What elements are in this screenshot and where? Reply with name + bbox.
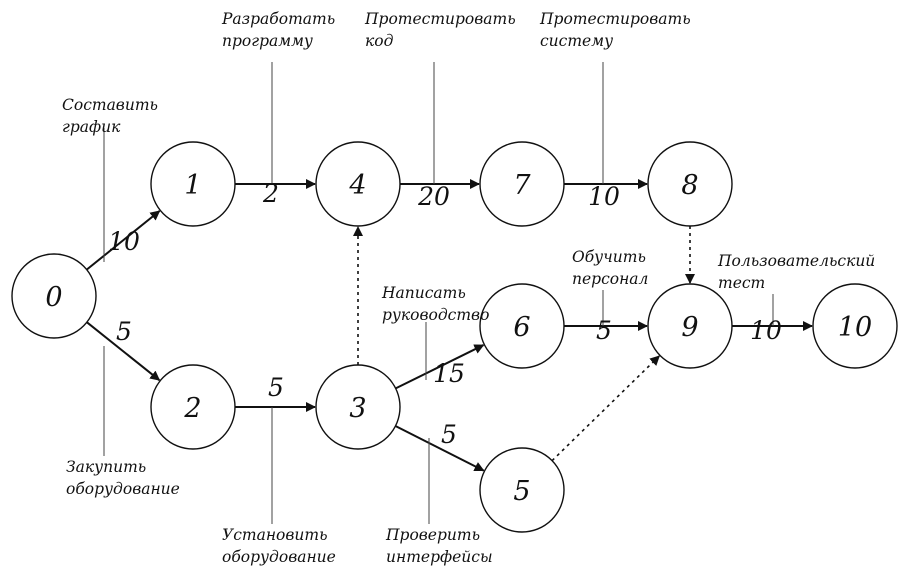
edge-weight-7-8: 10	[588, 182, 620, 211]
node-label: 5	[513, 476, 530, 507]
node-label: 10	[838, 312, 872, 343]
event-node-0: 0	[11, 253, 97, 339]
node-label: 0	[45, 282, 62, 313]
node-circle	[11, 253, 97, 339]
event-node-8: 8	[647, 141, 733, 227]
node-circle	[150, 364, 236, 450]
event-node-6: 6	[479, 283, 565, 369]
node-circle	[647, 283, 733, 369]
node-label: 9	[681, 312, 698, 343]
arrow-3-5	[395, 425, 485, 472]
edge-weight-0-1: 10	[108, 227, 140, 256]
edge-weight-0-2: 5	[116, 317, 132, 346]
edge-weight-3-5: 5	[441, 420, 457, 449]
event-node-1: 1	[150, 141, 236, 227]
edge-weight-1-4: 2	[262, 179, 279, 208]
event-node-3: 3	[315, 364, 401, 450]
event-node-9: 9	[647, 283, 733, 369]
edge-weight-3-6: 15	[433, 359, 465, 388]
event-node-7: 7	[479, 141, 565, 227]
node-label: 8	[681, 170, 698, 201]
node-label: 1	[184, 170, 201, 201]
node-label: 6	[513, 312, 530, 343]
node-label: 7	[513, 170, 531, 201]
node-circle	[315, 364, 401, 450]
node-circle	[150, 141, 236, 227]
event-node-2: 2	[150, 364, 236, 450]
edge-weight-9-10: 10	[750, 316, 782, 345]
node-label: 3	[349, 393, 366, 424]
node-circle	[315, 141, 401, 227]
arrow-3-6	[395, 344, 485, 390]
event-node-4: 4	[315, 141, 401, 227]
arrow-0-2	[86, 321, 161, 381]
arrow-0-1	[86, 210, 161, 271]
node-circle	[479, 283, 565, 369]
node-circle	[479, 141, 565, 227]
dummy-arrow-5-9	[551, 355, 660, 462]
edge-weight-2-3: 5	[268, 373, 284, 402]
node-label: 4	[348, 170, 366, 201]
edge-weight-6-9: 5	[596, 316, 612, 345]
edge-weight-4-7: 20	[417, 182, 450, 211]
node-label: 2	[183, 393, 201, 424]
node-circle	[647, 141, 733, 227]
event-node-5: 5	[479, 447, 565, 533]
node-circle	[479, 447, 565, 533]
event-node-10: 10	[812, 283, 898, 369]
node-circle	[812, 283, 898, 369]
